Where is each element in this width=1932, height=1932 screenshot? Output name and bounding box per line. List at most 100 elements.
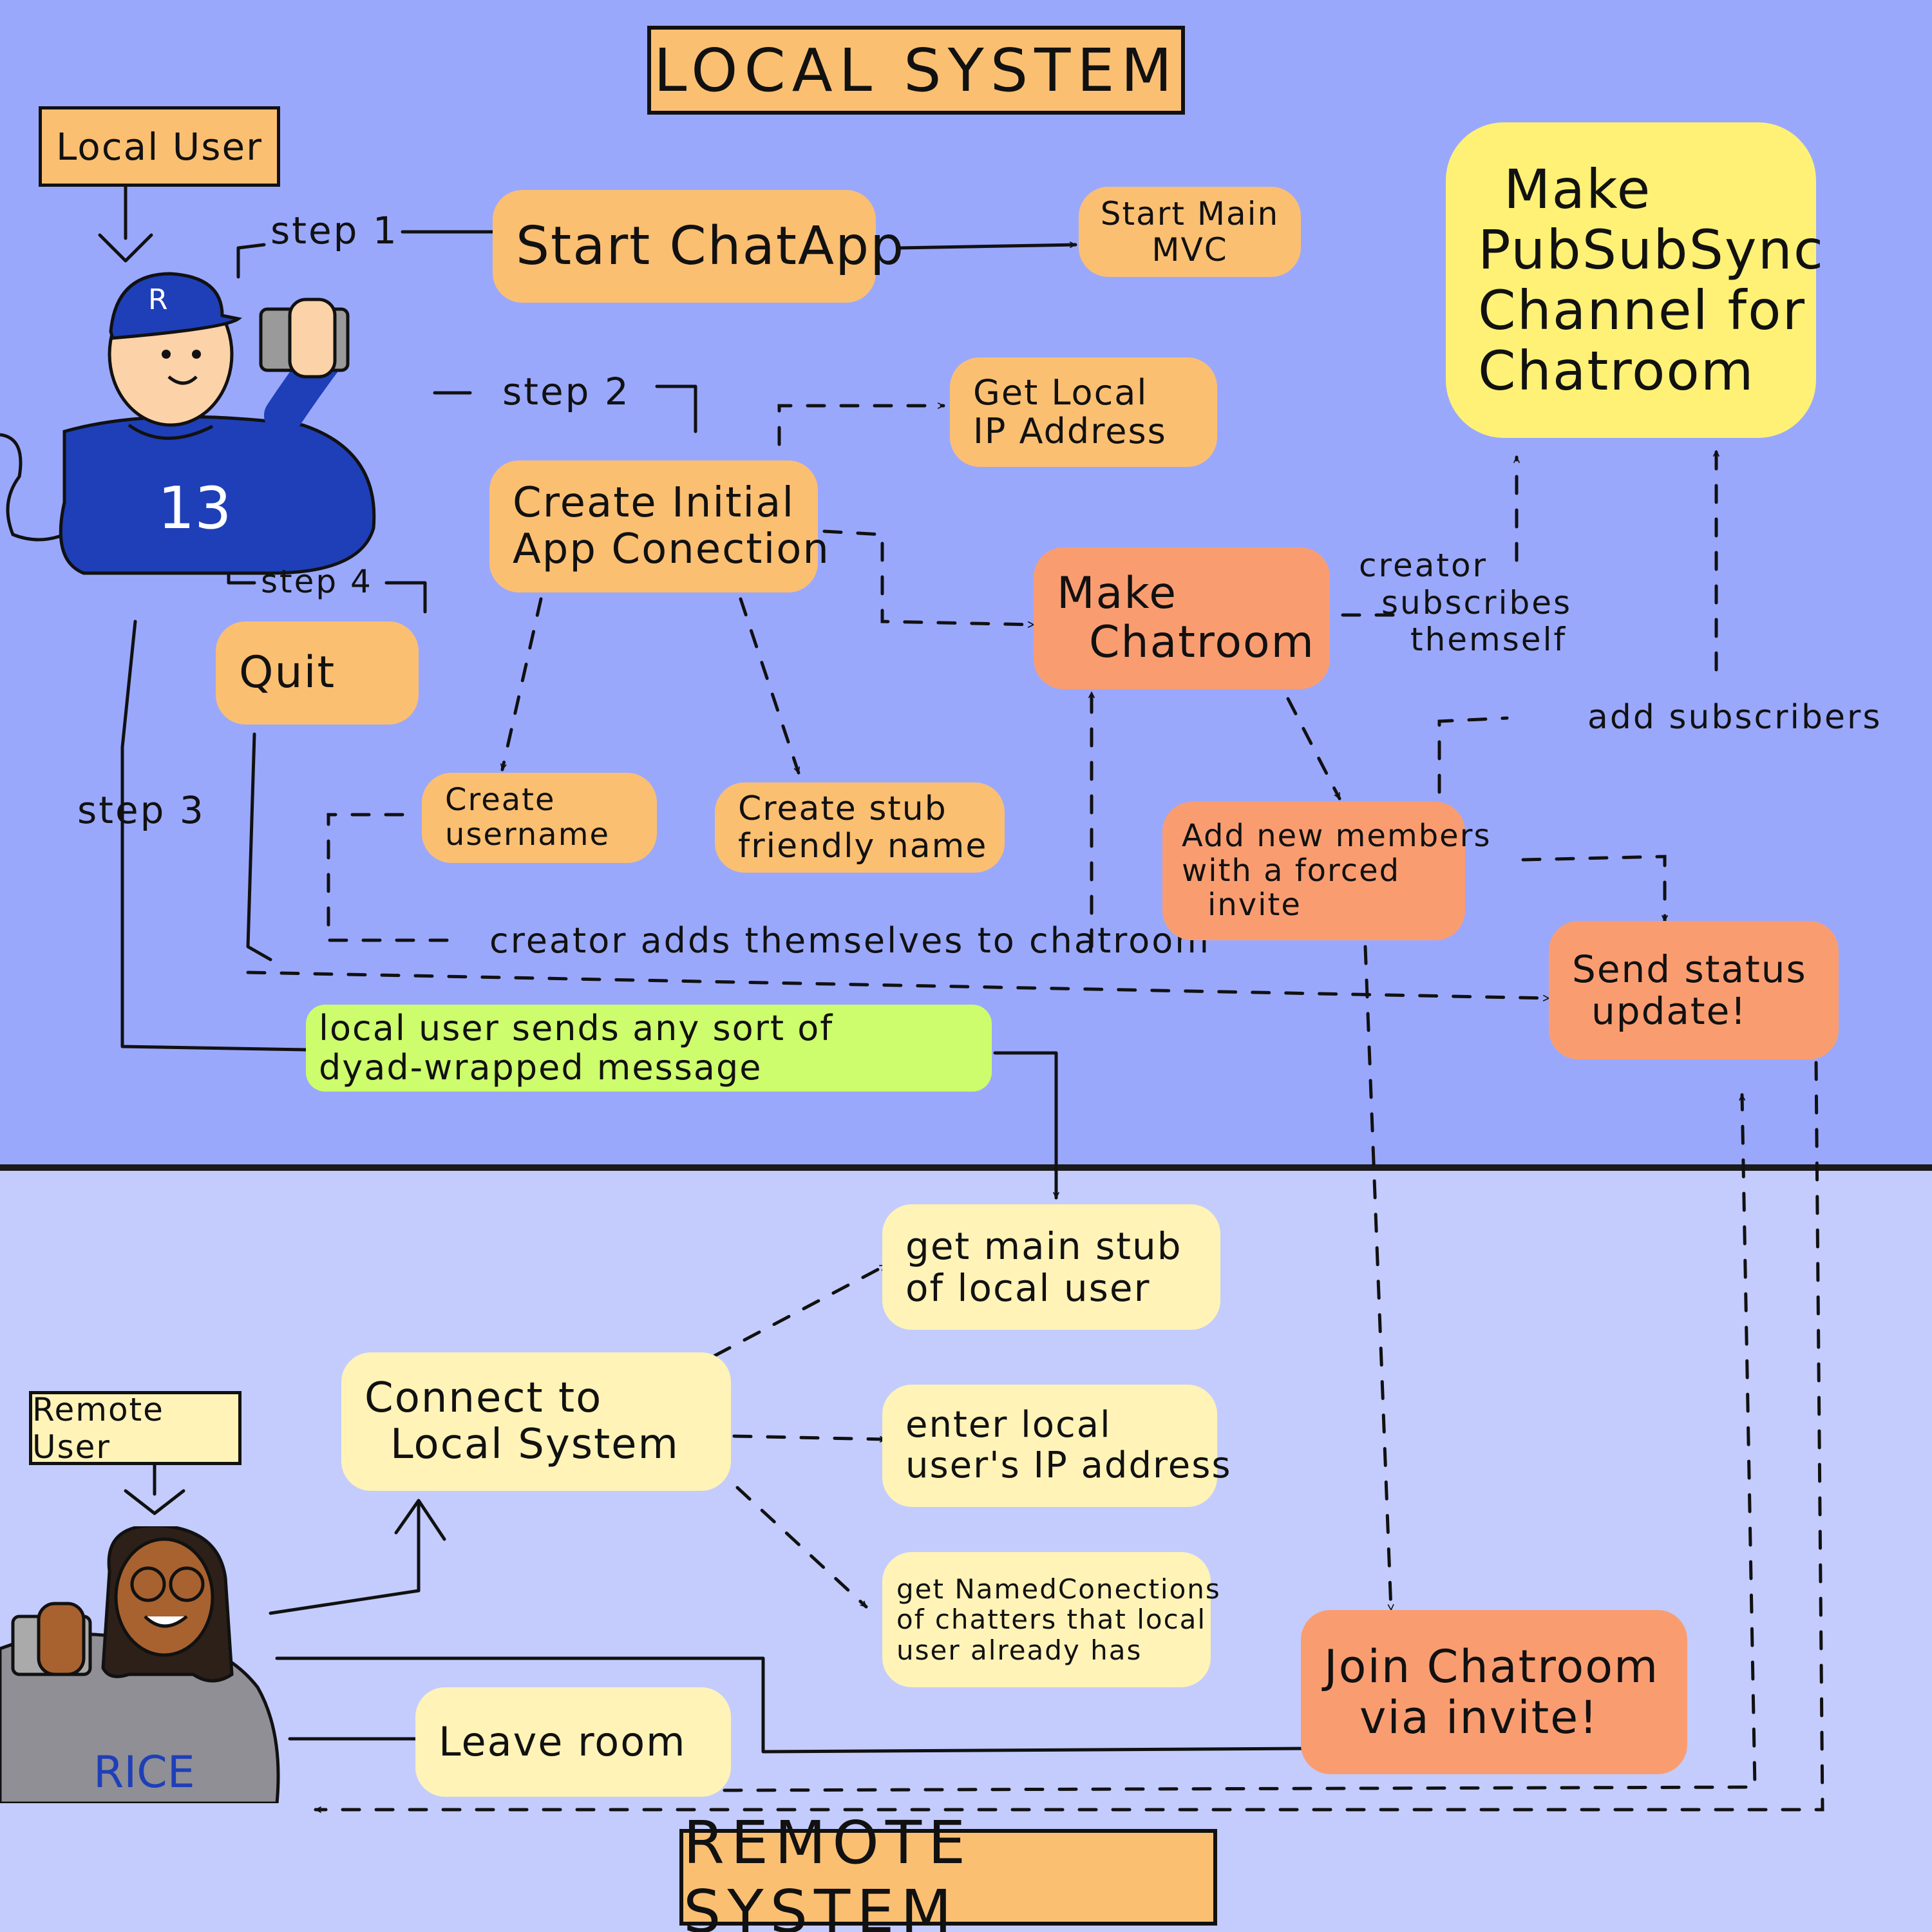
initial-to-chatroom-arrow <box>822 529 1036 625</box>
remote-user-avatar: RICE <box>0 1526 280 1803</box>
quit-line <box>246 732 272 961</box>
remote-system-title: REMOTE SYSTEM <box>679 1808 1217 1932</box>
remote-to-join-arrow <box>275 1656 1312 1754</box>
start-main-mvc-line-2: MVC <box>1151 231 1228 269</box>
create-username-line-2: username <box>445 817 610 853</box>
start-main-mvc-line-1: Start Main <box>1100 195 1280 232</box>
connect-local-system-node: Connect to Local System <box>341 1352 731 1491</box>
creator-adds-themselves-label: creator adds themselves to chatroom <box>489 920 1211 961</box>
local-to-status-arrow <box>246 971 1551 998</box>
make-pubsubsync-node: Make PubSubSync Channel for Chatroom <box>1446 122 1823 438</box>
remote-user-tag-arrow <box>124 1460 185 1515</box>
step4-connector <box>227 571 427 614</box>
local-jersey-number: 13 <box>158 475 232 542</box>
get-main-stub-node: get main stub of local user <box>882 1204 1220 1330</box>
add-subscribers-label: add subscribers <box>1587 698 1882 737</box>
create-stub-name-node: Create stub friendly name <box>715 782 1005 873</box>
step2-label: step 2 <box>502 370 630 413</box>
local-user-avatar: 13 R <box>0 272 376 575</box>
add-new-members-node: Add new members with a forced invite <box>1162 802 1492 940</box>
create-stub-line-1: Create stub <box>738 789 947 828</box>
remote-shirt-text: RICE <box>93 1747 195 1798</box>
join-to-status-arrow <box>723 1093 1757 1792</box>
local-user-tag: Local User <box>39 106 280 187</box>
make-pubsubsync-line-4: Chatroom <box>1478 339 1755 403</box>
join-chatroom-line-1: Join Chatroom <box>1324 1640 1660 1694</box>
make-chatroom-line-2: Chatroom <box>1089 617 1315 668</box>
step1-connector <box>236 230 495 279</box>
get-local-ip-line-2: IP Address <box>973 411 1167 451</box>
chatroom-to-members-arrow <box>1286 697 1341 800</box>
leave-room-node: Leave room <box>415 1687 731 1797</box>
create-username-line-1: Create <box>445 782 556 819</box>
initial-to-stub-arrow <box>739 597 800 775</box>
local-sends-line-1: local user sends any sort of <box>319 1008 834 1049</box>
create-initial-connection-node: Create Initial App Conection <box>489 460 829 592</box>
send-status-line-1: Send status <box>1572 947 1807 991</box>
create-username-node: Create username <box>422 773 657 863</box>
start-chatapp-node: Start ChatApp <box>493 190 905 303</box>
enter-local-ip-line-1: enter local <box>905 1404 1112 1446</box>
system-divider <box>0 1164 1932 1171</box>
creator-adds-themselves-line <box>327 692 1092 949</box>
creator-subscribes-label: creator subscribes themself <box>1359 547 1572 659</box>
make-pubsubsync-line-1: Make <box>1504 157 1652 221</box>
make-chatroom-line-1: Make <box>1057 567 1178 619</box>
local-system-title: LOCAL SYSTEM <box>647 26 1185 115</box>
members-to-status-arrow <box>1521 855 1665 923</box>
remote-user-tag: Remote User <box>29 1391 242 1466</box>
initial-to-username-arrow <box>502 597 543 772</box>
chatroom-to-pubsub-line <box>1341 457 1517 617</box>
leave-room-text: Leave room <box>439 1718 687 1766</box>
get-named-line-2: of chatters that local <box>896 1604 1207 1636</box>
status-to-remote-return <box>314 1061 1824 1810</box>
get-local-ip-node: Get Local IP Address <box>950 357 1217 467</box>
send-status-line-2: update! <box>1591 989 1747 1033</box>
enter-local-ip-line-2: user's IP address <box>905 1444 1232 1486</box>
quit-node: Quit <box>216 621 419 724</box>
creator-subscribes-line-1: creator <box>1359 547 1488 584</box>
add-new-members-line-3: invite <box>1208 887 1302 923</box>
get-named-connections-node: get NamedConections of chatters that loc… <box>882 1552 1221 1687</box>
get-main-stub-line-2: of local user <box>905 1265 1151 1310</box>
connect-to-named-arrow <box>735 1486 868 1609</box>
step1-label: step 1 <box>270 209 399 252</box>
creator-subscribes-line-3: themself <box>1410 621 1567 658</box>
local-sends-line-2: dyad-wrapped message <box>319 1046 762 1088</box>
step3-connector <box>120 620 308 1052</box>
initial-to-ip-arrow <box>777 406 945 446</box>
get-local-ip-line-1: Get Local <box>973 372 1148 413</box>
quit-text: Quit <box>239 647 336 698</box>
connect-line-2: Local System <box>390 1420 679 1468</box>
remote-to-connect-arrow <box>269 1499 446 1615</box>
step2-connector <box>433 384 697 433</box>
add-new-members-line-1: Add new members <box>1182 817 1492 854</box>
enter-local-ip-node: enter local user's IP address <box>882 1385 1232 1507</box>
add-new-members-line-2: with a forced <box>1182 852 1401 889</box>
step3-label: step 3 <box>77 788 205 832</box>
message-to-remote-arrow <box>993 1051 1056 1200</box>
chatapp-to-mvc-arrow <box>896 245 1077 250</box>
make-chatroom-node: Make Chatroom <box>1034 547 1330 689</box>
make-pubsubsync-line-3: Channel for <box>1478 279 1806 342</box>
join-chatroom-node: Join Chatroom via invite! <box>1301 1610 1687 1774</box>
join-chatroom-line-2: via invite! <box>1359 1690 1599 1744</box>
local-sends-message-node: local user sends any sort of dyad-wrappe… <box>306 1005 992 1092</box>
connect-to-ip-arrow <box>732 1434 887 1439</box>
create-initial-line-1: Create Initial <box>513 478 795 527</box>
local-cap-letter: R <box>148 283 168 316</box>
get-main-stub-line-1: get main stub <box>905 1224 1182 1268</box>
start-main-mvc-node: Start Main MVC <box>1079 187 1301 277</box>
get-named-line-1: get NamedConections <box>896 1573 1221 1605</box>
start-chatapp-text: Start ChatApp <box>516 215 905 277</box>
creator-subscribes-line-2: subscribes <box>1381 583 1573 621</box>
add-subscribers-line <box>1437 451 1716 794</box>
create-stub-line-2: friendly name <box>738 827 988 866</box>
get-named-line-3: user already has <box>896 1634 1142 1666</box>
connect-to-stub-arrow <box>713 1264 887 1358</box>
send-status-update-node: Send status update! <box>1549 921 1839 1059</box>
connect-line-1: Connect to <box>365 1374 603 1422</box>
step4-label: step 4 <box>261 563 373 600</box>
